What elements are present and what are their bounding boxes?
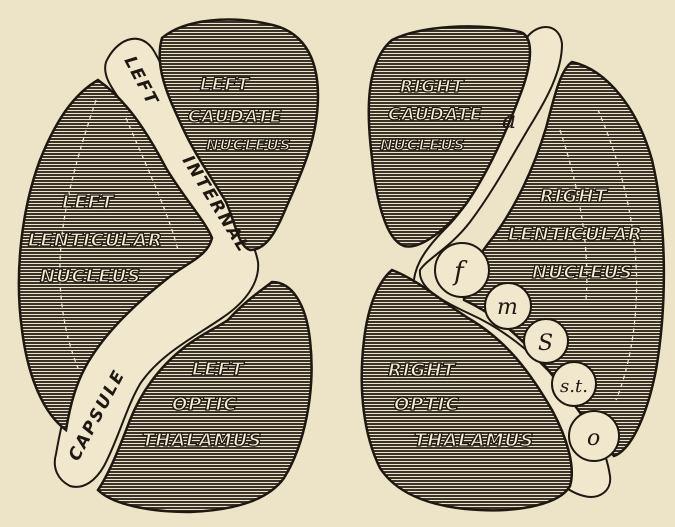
left-thalamus-label-line2: OPTIC (172, 394, 238, 415)
right-caudate-label-line3: NUCLEUS (380, 136, 466, 154)
left-lenticular-label-line3: NUCLEUS (40, 266, 141, 287)
right-thalamus-label-line1: RIGHT (388, 360, 456, 381)
left-thalamus-label-line3: THALAMUS (142, 430, 262, 451)
region-label-a: a (502, 106, 516, 134)
right-caudate-label-line1: RIGHT (400, 77, 465, 97)
right-thalamus-label-line3: THALAMUS (414, 430, 534, 451)
right-lenticular-label-line2: LENTICULAR (508, 224, 643, 245)
right-thalamus-label-line2: OPTIC (394, 394, 460, 415)
region-label-st: s.t. (560, 376, 588, 397)
right-lenticular-label-line3: NUCLEUS (532, 262, 633, 283)
region-label-m: m (497, 295, 518, 320)
left-caudate-label-line3: NUCLEUS (206, 136, 292, 154)
right-lenticular-label-line1: RIGHT (540, 186, 608, 207)
left-lenticular-label-line1: LEFT (62, 192, 115, 213)
left-hemisphere: LEFT CAUDATE NUCLEUS LEFT LENTICULAR NUC… (19, 20, 318, 512)
left-caudate-label-line1: LEFT (200, 75, 250, 95)
region-label-s: S (538, 331, 553, 356)
right-hemisphere: a f m S s.t. o RIGHT CAUDATE NUCLEUS RIG… (362, 26, 664, 510)
left-lenticular-label-line2: LENTICULAR (28, 230, 163, 251)
right-caudate-label-line2: CAUDATE (388, 105, 483, 125)
region-label-o: o (587, 426, 600, 451)
left-caudate-label-line2: CAUDATE (188, 107, 283, 127)
left-thalamus-label-line1: LEFT (192, 359, 245, 380)
